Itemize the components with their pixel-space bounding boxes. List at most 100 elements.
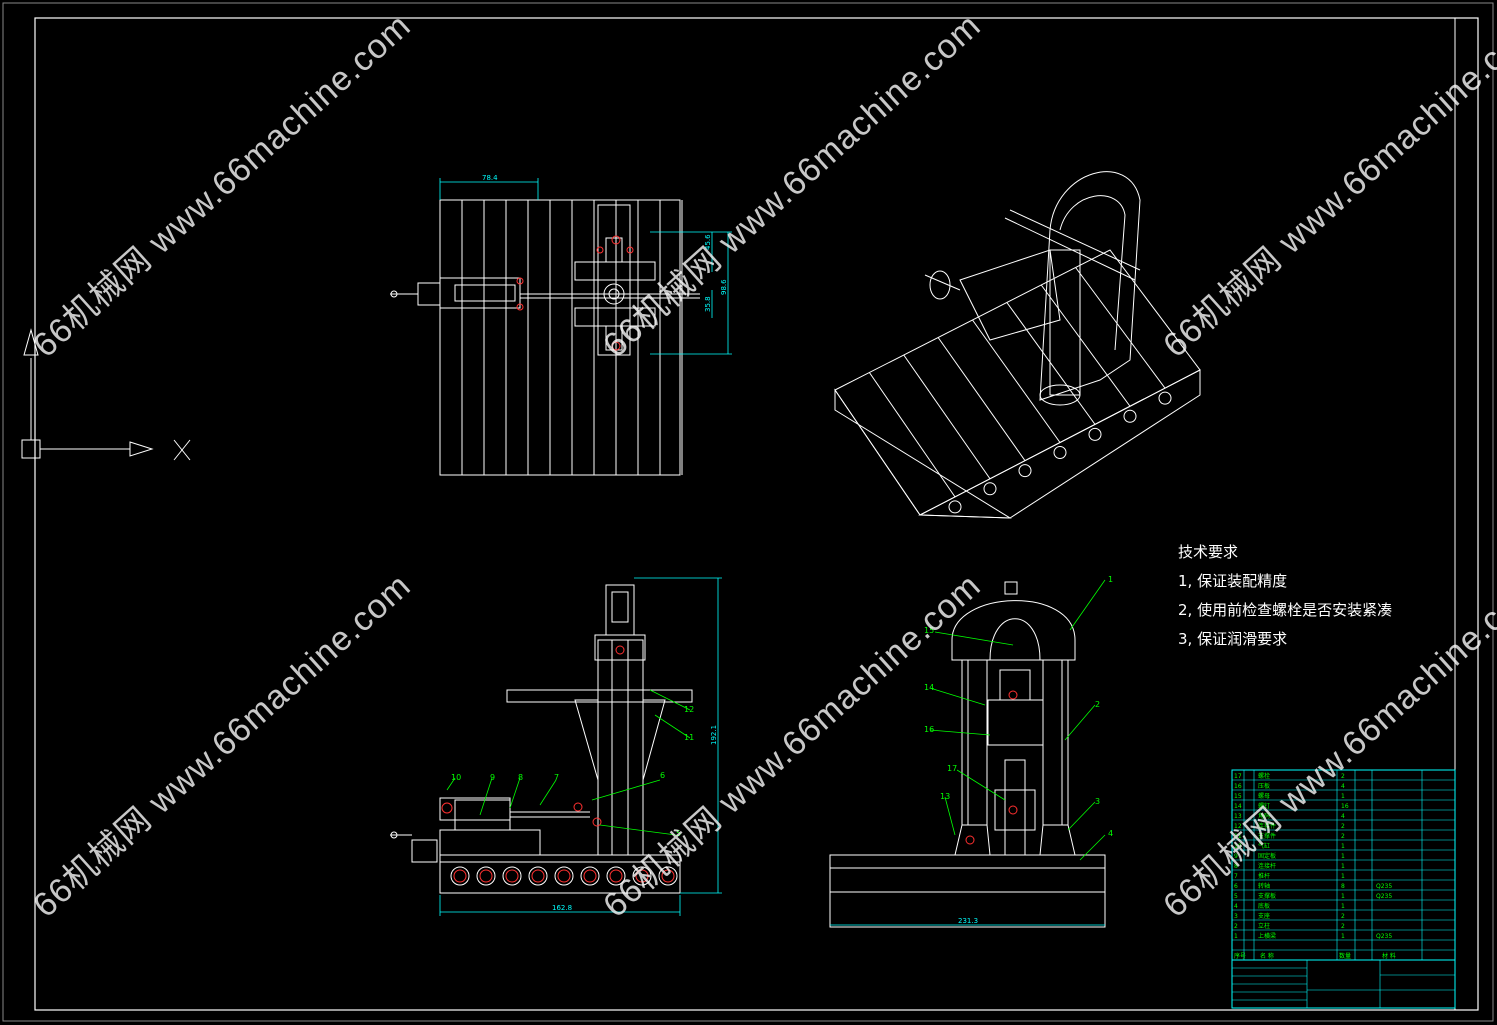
bom-cell: 17 — [1234, 773, 1242, 780]
bom-cell: 支撑件 — [1258, 832, 1276, 840]
bom-cell: 支撑板 — [1258, 892, 1276, 900]
callout-label: 17 — [947, 764, 957, 773]
bom-cell: 1 — [1341, 863, 1345, 870]
bom-cell: Q235 — [1376, 933, 1392, 940]
front-dims — [439, 577, 722, 916]
bom-cell: 16 — [1341, 803, 1349, 810]
dim-top-width: 78.4 — [482, 174, 498, 182]
bom-header: 名 称 — [1260, 952, 1274, 960]
dim-side-width: 231.3 — [958, 917, 978, 925]
iso-view — [834, 171, 1201, 519]
bom-header: 数量 — [1339, 952, 1351, 960]
callout-label: 9 — [490, 773, 495, 782]
callout-label: 14 — [924, 683, 934, 692]
bom-cell: 1 — [1341, 903, 1345, 910]
bom-cell: 4 — [1341, 783, 1345, 790]
bom-cell: 推杆 — [1258, 872, 1270, 880]
bom-cell: 10 — [1234, 843, 1242, 850]
bom-cell: 12 — [1234, 823, 1242, 830]
bom-cell: 底板 — [1258, 902, 1270, 910]
bom-cell: 1 — [1234, 933, 1238, 940]
top-view-red — [516, 235, 634, 351]
bom-cell: 连接杆 — [1258, 862, 1276, 870]
bom-cell: 1 — [1341, 843, 1345, 850]
callout-label: 10 — [451, 773, 461, 782]
callout-label: 16 — [924, 725, 934, 734]
bom-cell: 8 — [1341, 883, 1345, 890]
bom-cell: 13 — [1234, 813, 1242, 820]
bom-cell: 9 — [1234, 853, 1238, 860]
callout-label: 2 — [1095, 700, 1100, 709]
bom-cell: 1 — [1341, 873, 1345, 880]
bom-cell: 固定板 — [1258, 852, 1276, 860]
bom-cell: 4 — [1234, 903, 1238, 910]
dim-top-v3: 35.8 — [704, 296, 712, 312]
bom-cell: 2 — [1341, 773, 1345, 780]
front-base-holes — [450, 866, 678, 886]
callout-label: 13 — [940, 792, 950, 801]
dim-front-width: 162.8 — [552, 904, 572, 912]
bom-cell: 螺钉 — [1258, 802, 1270, 810]
callout-label: 11 — [684, 733, 694, 742]
callout-label: 15 — [924, 626, 934, 635]
bom-cell: 11 — [1234, 833, 1242, 840]
bom-cell: 2 — [1234, 923, 1238, 930]
bom-cell: 压板 — [1258, 782, 1270, 790]
top-dims — [439, 178, 732, 355]
bom-cell: Q235 — [1376, 893, 1392, 900]
bom-cell: 气缸 — [1258, 842, 1270, 850]
callout-label: 4 — [1108, 829, 1113, 838]
bom-header: 材 料 — [1382, 952, 1396, 960]
tech-item-3: 3, 保证润滑要求 — [1178, 630, 1288, 648]
dim-top-v1: 45.6 — [704, 234, 712, 250]
bom-cell: 2 — [1341, 913, 1345, 920]
bom-cell: 支座 — [1258, 912, 1270, 920]
bom-cell: 14 — [1234, 803, 1242, 810]
bom-cell: 1 — [1341, 933, 1345, 940]
callout-label: 7 — [554, 773, 559, 782]
bom-cell: 2 — [1341, 833, 1345, 840]
front-red — [441, 645, 625, 827]
bom-cell: 1 — [1341, 893, 1345, 900]
callout-label: 12 — [684, 705, 694, 714]
bom-cell: 6 — [1234, 883, 1238, 890]
bom-cell: 16 — [1234, 783, 1242, 790]
bom-cell: 2 — [1341, 823, 1345, 830]
tech-item-1: 1, 保证装配精度 — [1178, 572, 1288, 590]
bom-cell: 角码 — [1258, 812, 1270, 820]
tech-title: 技术要求 — [1178, 543, 1239, 561]
bom-cell: 3 — [1234, 913, 1238, 920]
bom-header: 序号 — [1234, 952, 1246, 960]
callout-label: 5 — [676, 829, 681, 838]
bom-cell: 上横梁 — [1258, 932, 1276, 940]
side-red — [965, 690, 1018, 845]
bom-cell: 1 — [1341, 793, 1345, 800]
top-view — [390, 199, 700, 476]
bom-cell: Q235 — [1376, 883, 1392, 890]
callout-label: 8 — [518, 773, 523, 782]
bom-cell: 螺栓 — [1258, 772, 1270, 780]
bom-cell: 5 — [1234, 893, 1238, 900]
bom-cell: 2 — [1341, 923, 1345, 930]
bom-cell: 螺母 — [1258, 792, 1270, 800]
tech-item-2: 2, 使用前检查螺栓是否安装紧凑 — [1178, 601, 1393, 619]
bom-cell: 转轴 — [1258, 882, 1270, 890]
bom-cell: 连接件 — [1258, 822, 1276, 830]
bom-cell: 4 — [1341, 813, 1345, 820]
dim-front-height: 192.1 — [710, 725, 718, 745]
side-view — [829, 581, 1106, 928]
axis-x-label: X — [174, 459, 175, 461]
bom-cell: 1 — [1341, 853, 1345, 860]
bom-cell: 立柱 — [1258, 922, 1270, 930]
bom-cell: 7 — [1234, 873, 1238, 880]
ucs-icon — [21, 328, 191, 461]
dim-top-v2: 98.6 — [720, 279, 728, 295]
front-view — [390, 584, 693, 894]
callout-label: 3 — [1095, 797, 1100, 806]
inner-frame — [34, 17, 1479, 1011]
